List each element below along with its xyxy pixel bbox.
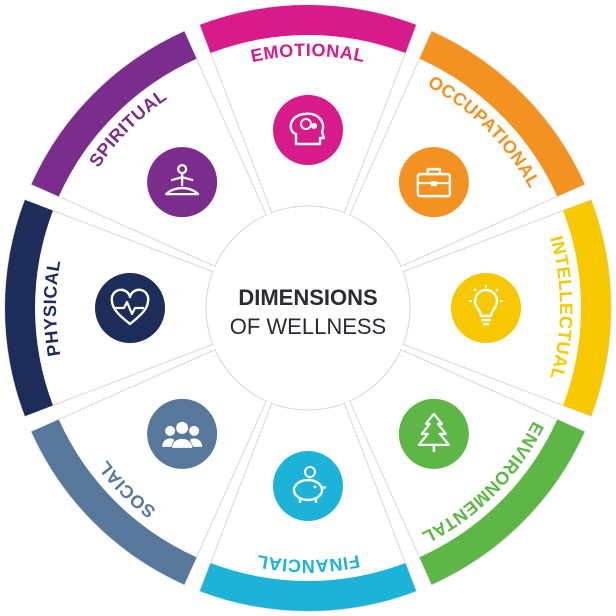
lightbulb-icon	[451, 273, 521, 343]
tree-icon	[398, 398, 469, 469]
center-title-block: DIMENSIONS OF WELLNESS	[230, 285, 386, 339]
segment-band-physical	[4, 199, 53, 417]
brain-icon	[273, 95, 343, 165]
piggy-bank-icon	[273, 451, 343, 521]
briefcase-icon	[398, 147, 469, 218]
segment-band-occupational	[419, 31, 585, 197]
people-icon	[147, 398, 218, 469]
wheel-segments	[4, 4, 612, 612]
center-subtitle: OF WELLNESS	[230, 314, 386, 339]
segment-band-environmental	[419, 419, 585, 585]
label-physical: PHYSICAL	[40, 258, 64, 358]
heart-pulse-icon	[95, 273, 165, 343]
meditation-icon	[147, 147, 218, 218]
segment-band-spiritual	[31, 31, 197, 197]
center-title: DIMENSIONS	[238, 285, 377, 310]
segment-icons	[95, 95, 521, 521]
segment-band-intellectual	[563, 199, 611, 417]
segment-band-emotional	[199, 5, 417, 53]
segment-band-financial	[199, 563, 417, 611]
segment-band-social	[31, 419, 197, 585]
